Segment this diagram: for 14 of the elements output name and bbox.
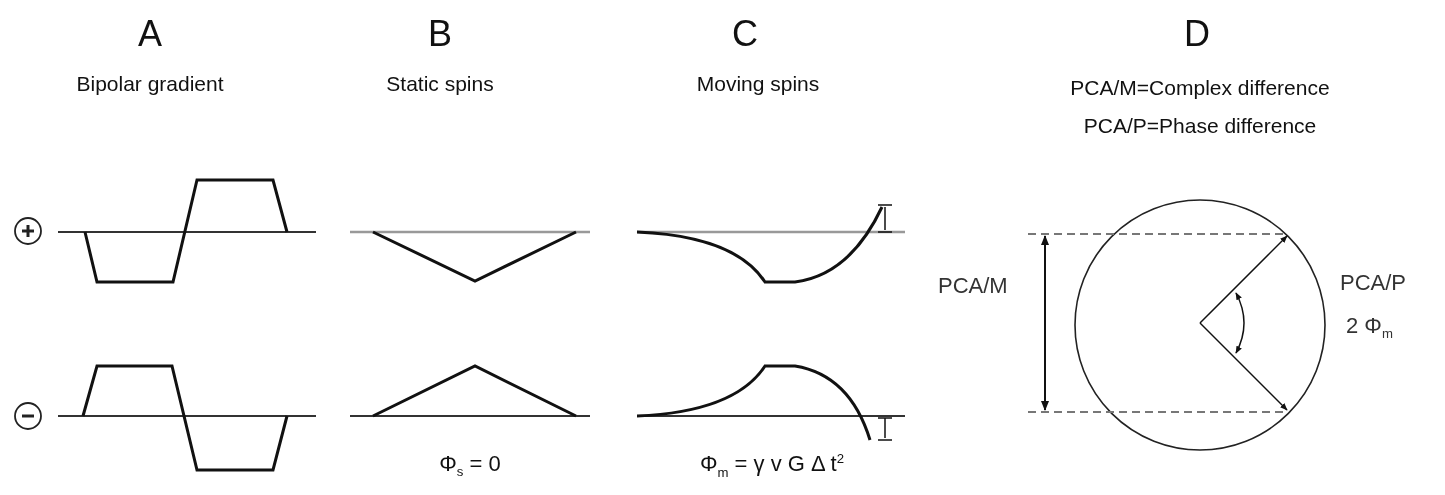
axis-label: PCA/M	[938, 273, 1008, 299]
panel-caption: PCA/P=Phase difference	[1083, 114, 1317, 138]
panel-caption: Bipolar gradient	[76, 72, 224, 96]
formula-label: 2 Φ$_{m}$	[1346, 314, 1393, 342]
panel-letter: C	[732, 14, 758, 54]
panel-caption: Moving spins	[696, 72, 820, 96]
panel-caption: Static spins	[386, 72, 494, 96]
axis-label: PCA/P	[1340, 270, 1407, 296]
formula-label: Φ$_{m}$ = γ v G Δ t$^{2}$	[699, 451, 845, 481]
formula-label: Φ$_{s}$ = 0	[439, 452, 501, 480]
panel-letter: A	[138, 14, 162, 54]
panel-letter: D	[1184, 14, 1210, 54]
panel-letter: B	[428, 14, 452, 54]
panel-caption: PCA/M=Complex difference	[1070, 76, 1330, 100]
